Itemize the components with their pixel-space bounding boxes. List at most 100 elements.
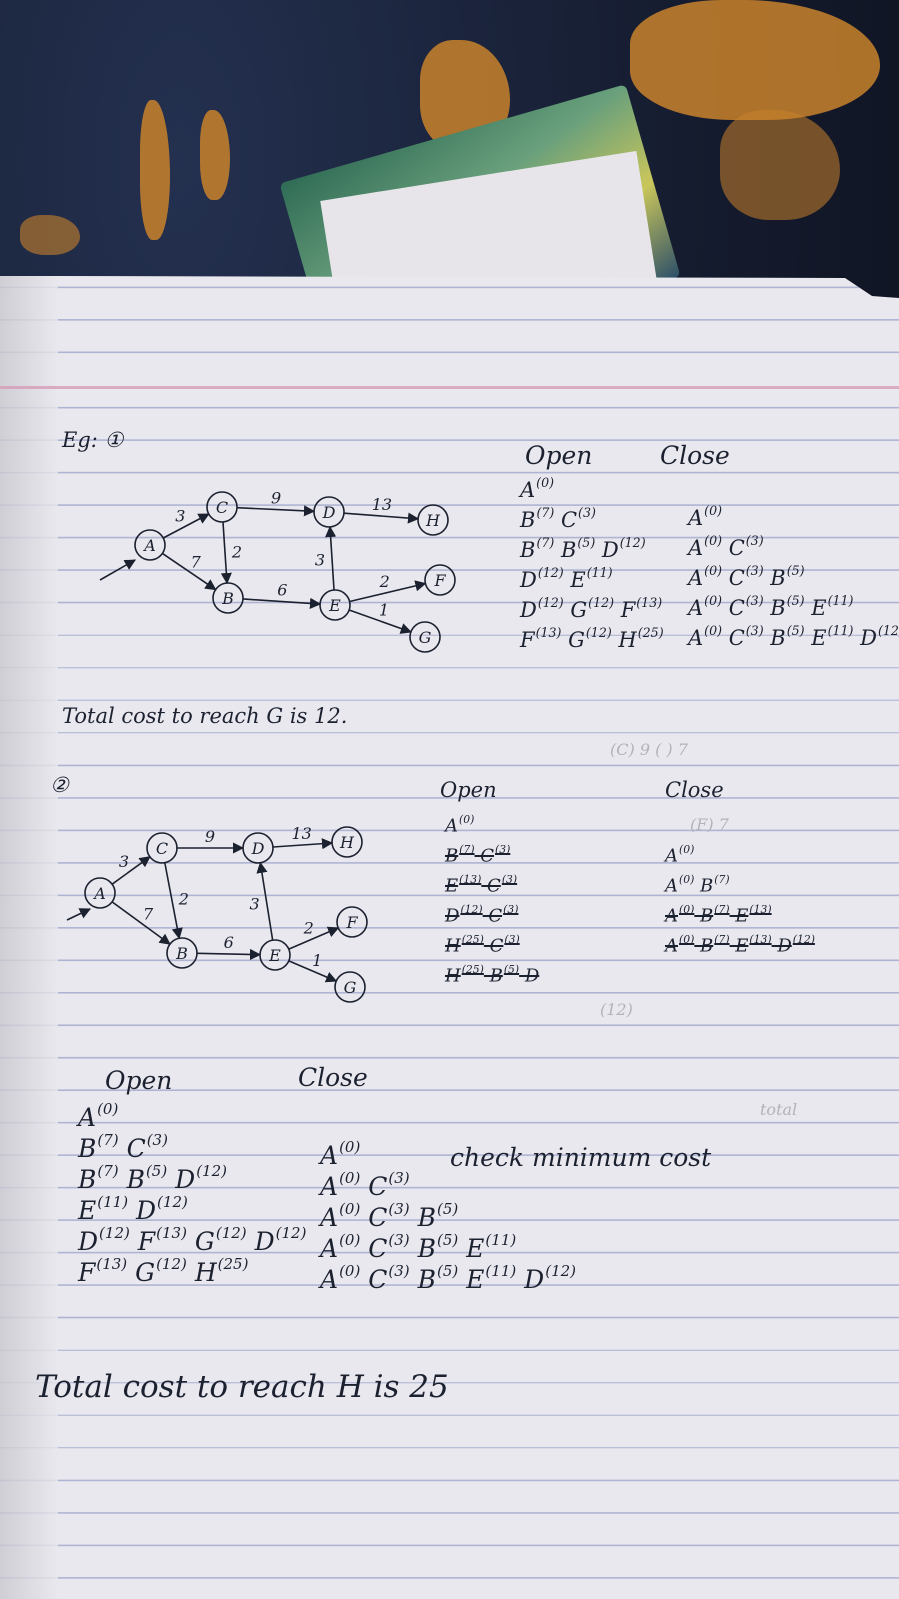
wt-open-row: E(11) D(12) xyxy=(78,1193,188,1225)
edge-D-H xyxy=(343,512,420,524)
node-label-D: D xyxy=(251,839,265,858)
ex2-close-row: A(0) B(7) E(13) D(12) xyxy=(665,933,815,957)
ex2-open-row: H(25) C(3) xyxy=(445,933,520,957)
edge-cost-D-H: 13 xyxy=(372,495,392,514)
edge-cost-E-G: 1 xyxy=(312,951,322,970)
edge-E-G xyxy=(348,609,412,634)
ex1-open-row: B(7) C(3) xyxy=(520,505,596,533)
wt-open-row: D(12) F(13) G(12) D(12) xyxy=(78,1224,307,1256)
ex1-open-row: F(13) G(12) H(25) xyxy=(520,625,664,653)
paint-splash xyxy=(720,110,840,220)
node-C xyxy=(146,832,178,864)
node-label-G: G xyxy=(419,628,432,647)
ex1-open-row: D(12) E(11) xyxy=(520,565,613,593)
edge-cost-C-B: 2 xyxy=(178,889,189,908)
node-E xyxy=(259,939,291,971)
node-label-A: A xyxy=(92,884,106,903)
start-arrow xyxy=(66,908,92,921)
wt-open-row: B(7) B(5) D(12) xyxy=(78,1162,227,1194)
node-G xyxy=(334,971,366,1003)
edge-C-B xyxy=(220,521,232,585)
node-label-B: B xyxy=(175,944,188,963)
ruled-lines xyxy=(0,276,899,1599)
ex1-open-row: D(12) G(12) F(13) xyxy=(520,595,663,623)
edge-A-B xyxy=(111,901,171,945)
edge-cost-E-F: 2 xyxy=(379,572,390,591)
edge-C-B xyxy=(164,862,183,940)
example2-label: ② xyxy=(50,773,69,797)
ex1-open-row: B(7) B(5) D(12) xyxy=(520,535,646,563)
node-label-F: F xyxy=(433,571,446,590)
paint-splash xyxy=(140,100,170,240)
paint-splash xyxy=(20,215,80,255)
edge-cost-E-D: 3 xyxy=(315,550,325,569)
node-F xyxy=(424,564,456,596)
wt-open-row: B(7) C(3) xyxy=(78,1131,168,1163)
node-label-F: F xyxy=(345,913,358,932)
node-B xyxy=(212,582,244,614)
wt-close-row: A(0) C(3) B(5) xyxy=(320,1200,459,1232)
example1-label: Eg: ① xyxy=(62,428,124,452)
node-label-A: A xyxy=(142,536,156,555)
ex1-close-row: A(0) xyxy=(688,503,723,531)
edge-cost-A-B: 7 xyxy=(143,904,154,923)
ex1-open-row: A(0) xyxy=(520,475,555,503)
edge-cost-A-B: 7 xyxy=(191,553,202,572)
edge-cost-D-H: 13 xyxy=(292,824,312,843)
node-label-D: D xyxy=(322,503,336,522)
worked-note: check minimum cost xyxy=(450,1143,712,1172)
edge-cost-C-D: 9 xyxy=(205,827,215,846)
edge-cost-E-G: 1 xyxy=(379,601,389,620)
wt-close-row: A(0) C(3) B(5) E(11) D(12) xyxy=(320,1262,577,1294)
edge-cost-C-D: 9 xyxy=(271,489,281,508)
margin-line xyxy=(0,386,899,389)
node-label-G: G xyxy=(344,978,357,997)
node-label-C: C xyxy=(216,498,228,517)
edge-E-F xyxy=(349,580,427,603)
edge-E-D xyxy=(256,861,274,941)
edge-cost-A-C: 3 xyxy=(175,506,185,525)
node-B xyxy=(166,937,198,969)
ex2-open-row: B(7) C(3) xyxy=(445,843,511,867)
wt-close-row: A(0) C(3) xyxy=(320,1169,410,1201)
ex2-close-row: A(0) B(7) E(13) xyxy=(665,903,772,927)
edge-E-F xyxy=(288,926,340,950)
ex1-close-row: A(0) C(3) B(5) E(11) D(12) xyxy=(688,623,899,651)
edge-A-B xyxy=(161,552,217,591)
edge-cost-C-B: 2 xyxy=(231,543,242,562)
ex2-open-row: H(25) B(5) D xyxy=(445,963,540,987)
start-arrow xyxy=(99,559,136,581)
binding-shadow xyxy=(0,276,58,1599)
wt-open-row: A(0) xyxy=(78,1100,119,1132)
ex2-open-row: A(0) xyxy=(445,813,475,837)
example2-open-header: Open xyxy=(440,778,497,802)
edge-cost-E-F: 2 xyxy=(303,918,314,937)
node-H xyxy=(331,826,363,858)
ex2-close-row: A(0) B(7) xyxy=(665,873,730,897)
ex2-open-row: D(12) C(3) xyxy=(445,903,519,927)
paint-splash xyxy=(200,110,230,200)
node-D xyxy=(242,832,274,864)
ex2-close-row: A(0) xyxy=(665,843,695,867)
paint-splash xyxy=(630,0,880,120)
node-D xyxy=(313,496,345,528)
node-C xyxy=(206,491,238,523)
node-label-H: H xyxy=(425,511,441,530)
example2-close-header: Close xyxy=(665,778,724,802)
node-F xyxy=(336,906,368,938)
edge-E-D xyxy=(325,525,337,591)
ex1-close-row: A(0) C(3) B(5) xyxy=(688,563,805,591)
node-G xyxy=(409,621,441,653)
edge-cost-A-C: 3 xyxy=(119,852,129,871)
node-label-E: E xyxy=(328,596,341,615)
wt-close-row: A(0) xyxy=(320,1138,361,1170)
node-label-H: H xyxy=(339,833,355,852)
node-E xyxy=(319,589,351,621)
edge-A-C xyxy=(111,856,151,885)
example1-close-header: Close xyxy=(660,441,730,470)
edge-cost-B-E: 6 xyxy=(277,581,287,600)
edge-E-G xyxy=(288,960,338,983)
worked-open-header: Open xyxy=(105,1066,173,1095)
